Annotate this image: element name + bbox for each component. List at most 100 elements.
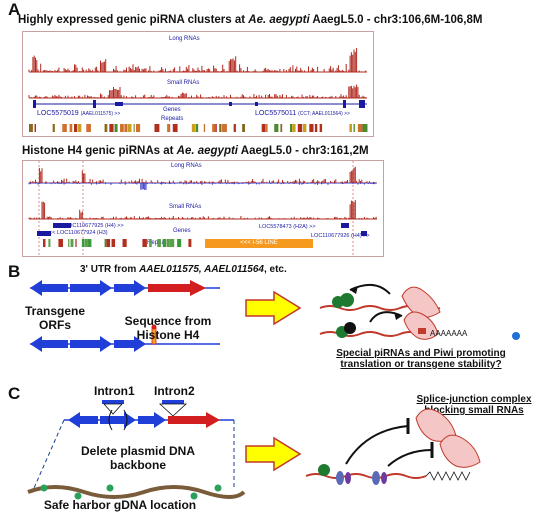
insertion-dash-left [33,419,65,489]
exon [343,100,346,108]
piwi-protein-c2 [439,434,481,468]
yellow-arrow-c [245,436,302,472]
small-rnas-label: Small RNAs [167,80,200,86]
repeat-element [149,239,152,247]
gene-left-label: LOC5575019 (AAEL011575) >> [37,110,121,117]
block-line-2 [387,449,433,467]
nucleosomes [40,484,222,500]
repeat-element [43,239,46,247]
exon [359,100,365,108]
repeat-element [70,239,74,247]
repeats-track [29,124,368,132]
orf-arrow [138,412,166,428]
piwi-protein [401,286,441,318]
long-rna-signal-2 [28,166,377,190]
repeat-element [297,124,303,132]
repeat-element [29,124,33,132]
genes-label: Genes [163,107,181,113]
repeat-element [81,239,85,247]
repeat-element [314,124,318,132]
panel-letter-b: B [8,262,21,281]
small-rnas-label-2: Small RNAs [169,204,202,210]
utr-arrow [168,412,220,428]
repeat-element [191,124,196,132]
repeat-element [120,124,124,132]
poly-a-tail-c [425,471,471,481]
repeat-element [74,124,78,132]
track-2-signals [28,161,377,256]
repeat-element [154,124,160,132]
orf-arrow [68,412,98,428]
genome-browser-track-1: Long RNAs Small RNAs Genes Repeats LOC55… [22,31,374,137]
repeat-element [109,124,114,132]
line-repeat-bar: <<< I-56 LINE [205,239,313,248]
repeat-element [222,124,227,132]
repeat-element [166,239,170,247]
repeat-element [215,124,217,132]
exon [229,102,232,106]
gene-h2a-label: LOC5578473 (H2A) >> [259,224,316,230]
repeat-element [62,124,67,132]
repeat-element [58,239,63,247]
gene-block [53,223,71,228]
nucleosome [40,484,48,492]
ejc-protein [336,471,344,485]
gene-block [361,231,367,236]
yellow-arrow-b [245,290,302,326]
repeat-element [52,124,55,132]
intron1-box [102,400,124,404]
cap-element [418,328,426,334]
genome-browser-track-2: Long RNAs Small RNAs Genes Repeats LOC11… [22,160,384,257]
panel-letter-c: C [8,384,21,403]
h4-stem-loop [151,324,157,330]
gene-h3-label: << LOC110677924 (H3) [49,230,108,236]
repeat-element [261,124,266,132]
repeat-element [319,124,323,132]
orf-arrow [100,412,136,428]
repeat-element [84,239,88,247]
exon [115,102,123,106]
intron1-label: Intron1 [94,384,135,398]
piwi-protein-2 [403,311,439,340]
repeat-element [219,124,222,132]
parenthesis-left [108,409,113,431]
repeat-element [362,124,368,132]
panel-letter-a: A [8,0,21,19]
orf-arrow-right [114,280,146,296]
repeat-element [135,124,141,132]
promote-arrowhead [394,312,402,320]
line-repeat-label: <<< I-56 LINE [240,240,278,246]
orf-arrow-left [30,336,68,352]
long-rna-signal [28,48,367,72]
repeat-element [233,124,236,132]
ejc-protein [381,472,387,484]
repeat-element [242,124,246,132]
repeat-element [77,124,82,132]
mrna-strand-2 [319,331,421,337]
utr-arrow [148,280,206,296]
repeat-element [292,124,296,132]
ribosome-large [340,293,354,307]
gene-h4-label: LOC110677925 (H4) >> [65,223,124,229]
repeat-element [169,239,175,247]
gene-block [37,231,51,236]
repeat-element [111,239,116,247]
repeats-label: Repeats [161,116,184,122]
orf-arrow-right [70,280,112,296]
repeat-element [274,124,279,132]
repeat-element [106,239,111,247]
intron2-splice [158,403,188,417]
mechanism-b-diagram [319,283,520,340]
repeat-element [75,239,77,247]
transgene-constructs [30,280,220,352]
safe-harbor-label: Safe harbor gDNA location [43,498,197,512]
repeat-element [162,239,166,247]
repeat-element [177,239,182,247]
repeat-element [302,124,307,132]
track-1-signals [28,48,368,132]
polya-binding-protein [512,332,520,340]
repeat-element [86,124,91,132]
